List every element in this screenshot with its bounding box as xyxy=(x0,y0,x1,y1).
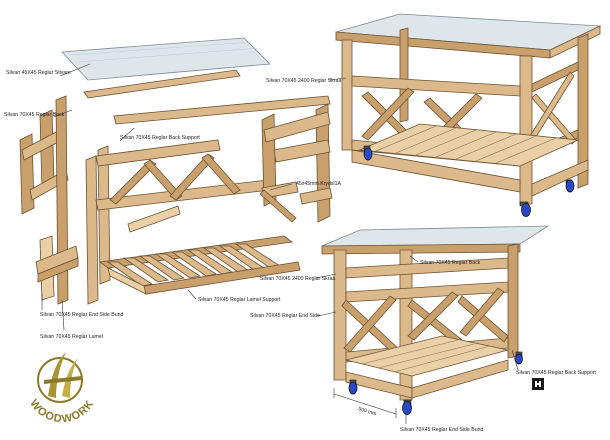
wheel-icon xyxy=(363,147,373,161)
exploded-top-rail-1 xyxy=(83,69,241,99)
assembled-view-bottom: 500 mm Silvan 70X45 Reglar Back Silvan 7… xyxy=(250,225,596,433)
label-lamel: Silvan 70X45 Reglar Lamel xyxy=(40,334,103,340)
label-r-end-side-bund: Silvan 70X45 Reglar End Side Bund xyxy=(400,427,483,433)
woodwork-logo: WOODWORK xyxy=(27,352,96,425)
exploded-left-frame xyxy=(19,95,111,305)
exploded-glass-top xyxy=(61,37,271,81)
label-cross-piece: 45x45mm Krydsl1A xyxy=(296,181,342,187)
label-upper-long: Silvan 70X45 2400 Reglar Skraa xyxy=(266,78,341,84)
wheel-icon xyxy=(521,203,531,217)
label-slat-support: Silvan 70X45 Reglar Lamel Support xyxy=(198,297,281,303)
bottom-view-glass xyxy=(321,225,550,247)
label-end-side-bund: Silvan 70X45 Reglar End Side Bund xyxy=(40,312,123,318)
wheel-icon xyxy=(402,401,412,415)
dimension-line xyxy=(333,393,397,415)
label-back-top: Silvan 70X45 Reglar Back xyxy=(4,112,65,118)
wheel-icon xyxy=(565,179,575,193)
label-glass-top: Silvan 45X45 Reglar Stivare xyxy=(6,70,71,76)
wheel-icon xyxy=(515,353,523,365)
exploded-back-support xyxy=(95,139,271,233)
top-view-callouts: Silvan 70X45 2400 Reglar Skraa xyxy=(266,77,347,84)
exploded-view: Silvan 45X45 Reglar Stivare Silvan 70X45… xyxy=(4,37,342,340)
dimension-label: 500 mm xyxy=(357,406,377,417)
exploded-top-rail-2 xyxy=(113,95,331,125)
label-r-back: Silvan 70X45 Reglar Back xyxy=(420,260,481,266)
label-r-end-side: Silvan 70X45 Reglar End Side xyxy=(250,313,320,319)
label-back-support: Silvan 70X45 Reglar Back Support xyxy=(120,135,200,141)
exploded-slat-shelf xyxy=(98,235,301,295)
small-brand-mark xyxy=(532,378,544,390)
exploded-callouts: Silvan 45X45 Reglar Stivare Silvan 70X45… xyxy=(4,63,342,340)
exploded-right-frame xyxy=(259,103,333,223)
label-r-skraa: Silvan 70X45 2400 Reglar Skraa xyxy=(260,276,335,282)
label-r-back-support: Silvan 70X45 Reglar Back Support xyxy=(516,370,596,376)
wheel-icon xyxy=(348,381,358,395)
assembled-view-top xyxy=(335,13,602,217)
